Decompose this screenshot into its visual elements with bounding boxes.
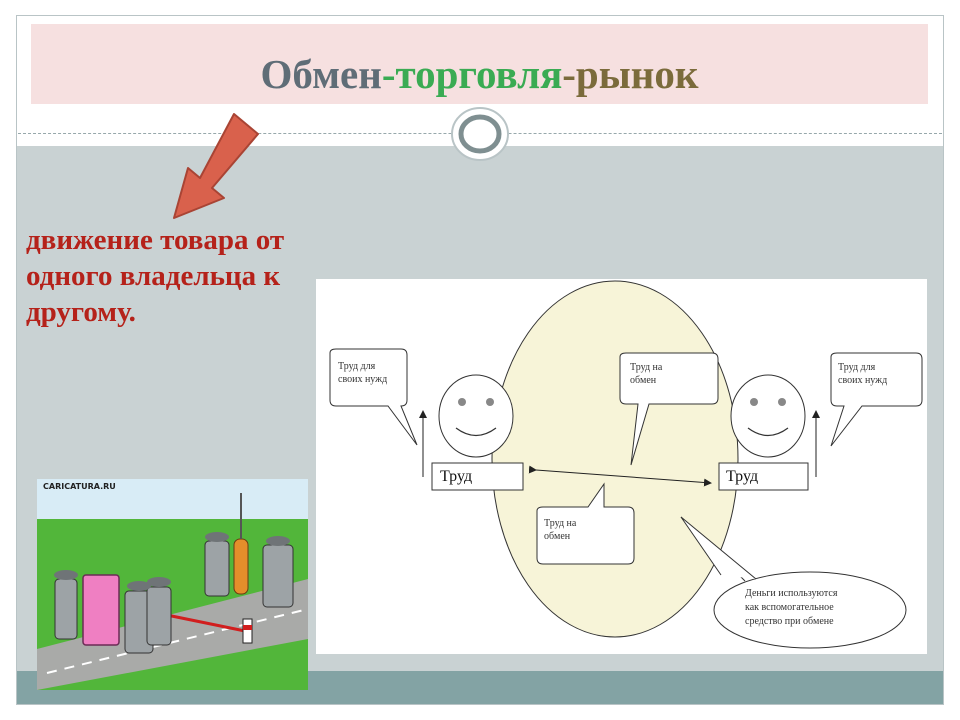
bubble-bottom xyxy=(536,482,635,565)
definition-line: движение товара от xyxy=(26,224,285,256)
bubble-money-line: средство при обмене xyxy=(745,616,834,627)
bubble-top-line: обмен xyxy=(630,375,657,386)
definition-line: одного владельца к xyxy=(26,260,281,292)
bubble-left xyxy=(329,348,418,446)
pointer-arrow-icon xyxy=(173,113,259,219)
cartoon-caption: CARICATURA.RU xyxy=(43,482,116,491)
bubble-left-line: своих нужд xyxy=(338,374,388,385)
definition-text: движение товара от одного владельца к др… xyxy=(26,222,396,330)
cartoon-image: CARICATURA.RU xyxy=(37,479,308,690)
bubble-money-text: Деньги используются как вспомогательное … xyxy=(745,587,837,629)
divider-ring-icon xyxy=(451,107,509,161)
bubble-right-text: Труд для своих нужд xyxy=(838,361,887,387)
bubble-bottom-line: Труд на xyxy=(544,518,577,529)
labor-box-left xyxy=(431,462,524,491)
bubble-money-line: Деньги используются xyxy=(745,588,838,599)
bubble-right xyxy=(830,352,923,447)
exchange-ellipse xyxy=(491,280,739,638)
exchange-diagram: Труд Труд Труд для своих нужд Труд на об… xyxy=(316,279,927,654)
bubble-left-line: Труд для xyxy=(338,361,376,372)
labor-box-right xyxy=(718,462,809,491)
bubble-top-line: Труд на xyxy=(630,362,663,373)
bubble-top-text: Труд на обмен xyxy=(630,361,662,387)
title-part-trade: -торговля xyxy=(381,51,563,97)
bubble-money-line: как вспомогательное xyxy=(745,602,834,613)
exchange-arrow xyxy=(528,465,712,487)
person-left-face-icon xyxy=(438,374,514,458)
definition-line: другому. xyxy=(26,296,136,328)
labor-left-label: Труд xyxy=(440,468,473,485)
bubble-bottom-text: Труд на обмен xyxy=(544,517,576,543)
bubble-bottom-line: обмен xyxy=(544,531,571,542)
bubble-right-line: Труд для xyxy=(838,362,876,373)
bubble-top xyxy=(619,352,719,466)
bubble-money-shape xyxy=(713,571,907,649)
slide-title: Обмен-торговля-рынок xyxy=(31,44,928,104)
bubble-left-text: Труд для своих нужд xyxy=(338,360,387,386)
labor-right-label: Труд xyxy=(726,468,759,485)
title-band xyxy=(31,24,928,104)
title-part-exchange: Обмен xyxy=(260,51,382,97)
title-part-market: -рынок xyxy=(562,51,699,97)
bubble-right-line: своих нужд xyxy=(838,375,888,386)
person-right-face-icon xyxy=(730,374,806,458)
